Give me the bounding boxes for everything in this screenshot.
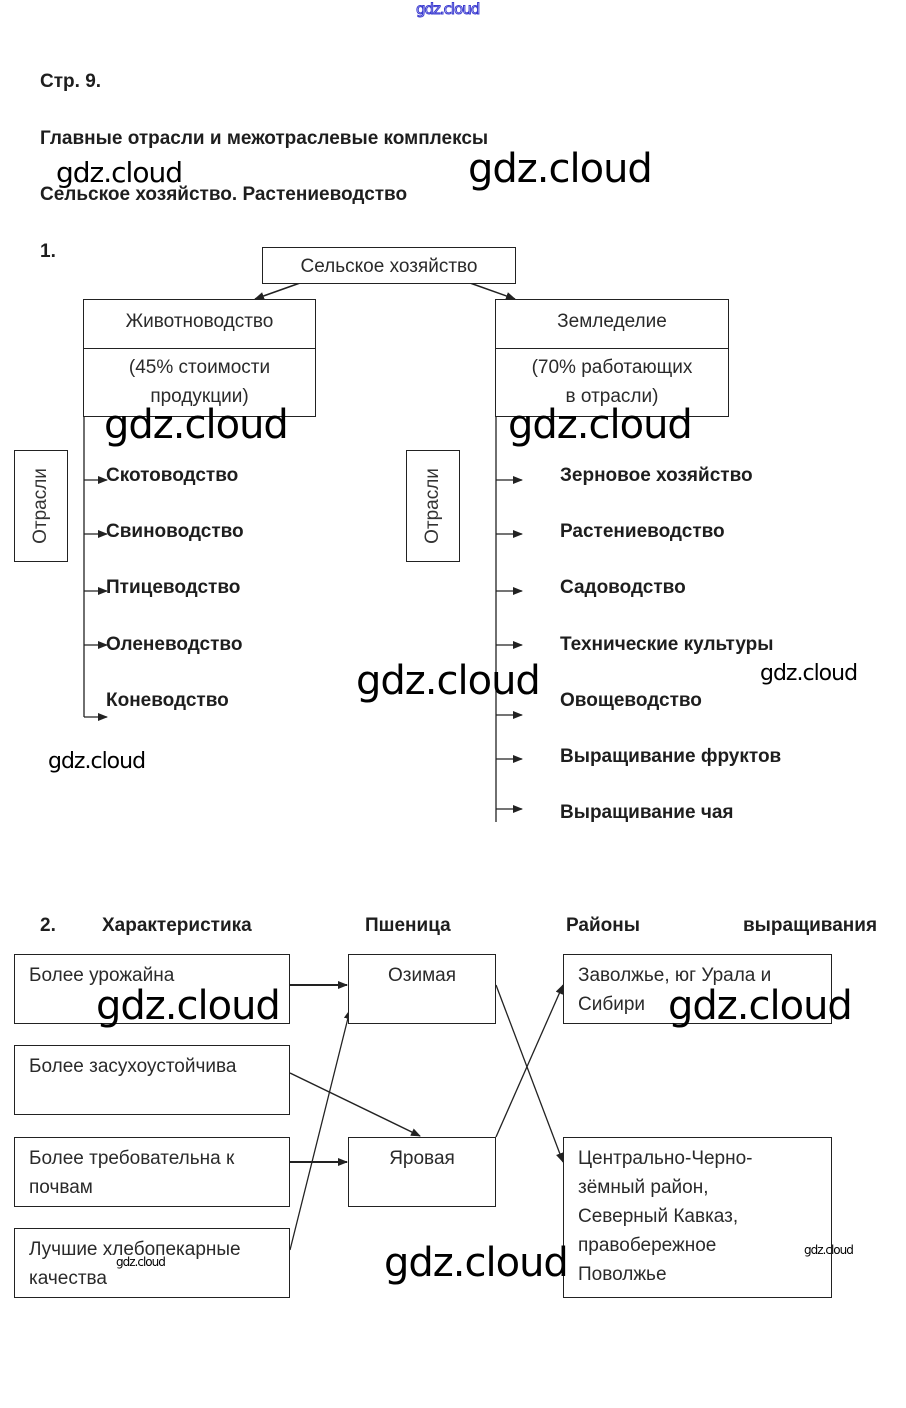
arrow-root-to-farming: [469, 282, 516, 300]
header-growing: выращивания: [743, 915, 878, 936]
watermark: gdz.cloud: [468, 146, 653, 192]
watermark: gdz.cloud: [48, 749, 146, 774]
region-box-chernozem: Центрально-Черно- зёмный район, Северный…: [563, 1137, 832, 1298]
livestock-branch-item: Птицеводство: [106, 577, 241, 598]
left-side-label: Отрасли: [30, 468, 51, 544]
watermark: gdz.cloud: [760, 661, 858, 686]
link-baking-to-winter: [289, 1009, 352, 1251]
root-label: Сельское хозяйство: [300, 256, 478, 277]
livestock-title: Животноводство: [84, 300, 315, 349]
task1-number: 1.: [40, 241, 56, 262]
left-side-label-box: Отрасли: [14, 450, 68, 562]
header-regions: Районы: [566, 915, 640, 936]
livestock-branch-item: Свиноводство: [106, 521, 244, 542]
livestock-box: Животноводство (45% стоимости продукции): [83, 299, 316, 417]
task2-number: 2.: [40, 915, 56, 936]
wheat-winter-box: Озимая: [348, 954, 496, 1024]
page-ref: Стр. 9.: [40, 71, 102, 92]
section-title: Главные отрасли и межотраслевые комплекс…: [40, 128, 489, 149]
char-box-drought: Более засухоустойчива: [14, 1045, 290, 1115]
wheat-spring-box: Яровая: [348, 1137, 496, 1207]
farming-branch-item: Зерновое хозяйство: [560, 465, 753, 486]
char-box-baking: Лучшие хлебопекарные качества: [14, 1228, 290, 1298]
watermark: gdz.cloud: [356, 658, 541, 704]
farming-branch-item: Растениеводство: [560, 521, 725, 542]
farming-branch-item: Овощеводство: [560, 690, 702, 711]
link-spring-to-volga: [495, 984, 564, 1138]
farming-branch-item: Технические культуры: [560, 634, 774, 655]
char-box-yield: Более урожайна: [14, 954, 290, 1024]
watermark: gdz.cloud: [508, 402, 693, 448]
link-winter-to-chernozem: [495, 984, 564, 1163]
right-side-label: Отрасли: [422, 468, 443, 544]
watermark: gdz.cloud: [56, 156, 183, 189]
watermark: gdz.cloud: [384, 1240, 569, 1286]
livestock-branch-item: Оленеводство: [106, 634, 243, 655]
watermark: gdz.cloud: [96, 983, 281, 1029]
livestock-branch-item: Коневодство: [106, 690, 229, 711]
watermark: gdz.cloud: [116, 1255, 166, 1269]
watermark-top: gdz.cloud: [415, 0, 480, 19]
farming-note: (70% работающих в отрасли): [531, 357, 693, 407]
char-box-soil: Более требовательна к почвам: [14, 1137, 290, 1207]
farming-branch-item: Садоводство: [560, 577, 686, 598]
farming-box: Земледелие (70% работающих в отрасли): [495, 299, 729, 417]
header-wheat: Пшеница: [365, 915, 451, 936]
farming-branch-item: Выращивание фруктов: [560, 746, 782, 767]
farming-branch-item: Выращивание чая: [560, 802, 734, 823]
arrow-root-to-livestock: [254, 282, 301, 300]
watermark: gdz.cloud: [668, 983, 853, 1029]
livestock-branch-item: Скотоводство: [106, 465, 239, 486]
right-side-label-box: Отрасли: [406, 450, 460, 562]
watermark: gdz.cloud: [804, 1243, 854, 1257]
livestock-note: (45% стоимости продукции): [128, 357, 271, 407]
link-drought-to-spring: [289, 1072, 421, 1137]
root-box: Сельское хозяйство: [262, 247, 516, 284]
farming-title: Земледелие: [496, 300, 728, 349]
header-characteristic: Характеристика: [102, 915, 252, 936]
subsection-title: Сельское хозяйство. Растениеводство: [40, 184, 408, 205]
watermark: gdz.cloud: [104, 402, 289, 448]
region-box-volga-urals: Заволжье, юг Урала и Сибири: [563, 954, 832, 1024]
